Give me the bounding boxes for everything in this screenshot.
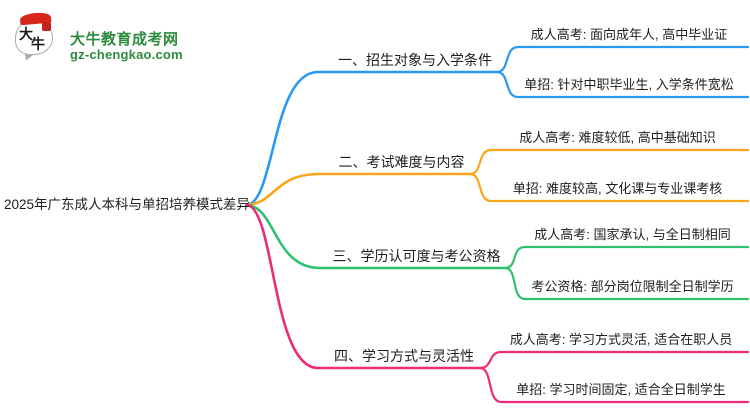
site-logo[interactable]: 大 牛 大牛教育成考网 gz-chengkao.com xyxy=(12,11,212,63)
logo-bubble-icon: 大 牛 xyxy=(14,11,58,63)
leaf-4-2-label: 单招: 学习时间固定, 适合全日制学生 xyxy=(516,382,726,397)
leaf-3-2-label: 考公资格: 部分岗位限制全日制学历 xyxy=(531,279,734,294)
leaf-2-2-connector xyxy=(468,172,750,203)
leaf-1-2-connector xyxy=(495,70,750,99)
leaf-1-1-label: 成人高考: 面向成年人, 高中毕业证 xyxy=(530,27,728,42)
logo-seal-icon xyxy=(42,22,51,31)
leaf-4-1-connector xyxy=(478,350,750,370)
leaf-1-2-label: 单招: 针对中职毕业生, 入学条件宽松 xyxy=(524,77,734,92)
leaf-2-2-label: 单招: 难度较高, 文化课与专业课考核 xyxy=(512,181,723,196)
branch-1-curve xyxy=(245,70,499,207)
branch-1-label: 一、招生对象与入学条件 xyxy=(338,52,492,68)
leaf-2-1-connector xyxy=(468,148,750,176)
branch-4-label: 四、学习方式与灵活性 xyxy=(334,348,474,364)
leaf-4-1-label: 成人高考: 学习方式灵活, 适合在职人员 xyxy=(509,332,733,347)
leaf-3-2-connector xyxy=(503,266,750,301)
site-name: 大牛教育成考网 xyxy=(70,31,179,48)
leaf-2-1-label: 成人高考: 难度较低, 高中基础知识 xyxy=(519,130,716,145)
leaf-1-1-connector xyxy=(495,45,750,74)
leaf-3-1-label: 成人高考: 国家承认, 与全日制相同 xyxy=(534,227,731,242)
site-url: gz-chengkao.com xyxy=(70,47,183,62)
leaf-4-2-connector xyxy=(478,366,750,404)
logo-char-da: 大 xyxy=(19,26,33,42)
branch-4-curve xyxy=(245,203,482,370)
branch-3-curve xyxy=(245,203,507,270)
leaf-3-1-connector xyxy=(503,245,750,270)
root-topic: 2025年广东成人本科与单招培养模式差异 xyxy=(4,197,251,212)
branch-2-label: 二、考试难度与内容 xyxy=(338,154,465,170)
branch-3-label: 三、学历认可度与考公资格 xyxy=(332,248,501,264)
branch-2-curve xyxy=(245,172,472,207)
logo-char-niu: 牛 xyxy=(31,36,45,52)
